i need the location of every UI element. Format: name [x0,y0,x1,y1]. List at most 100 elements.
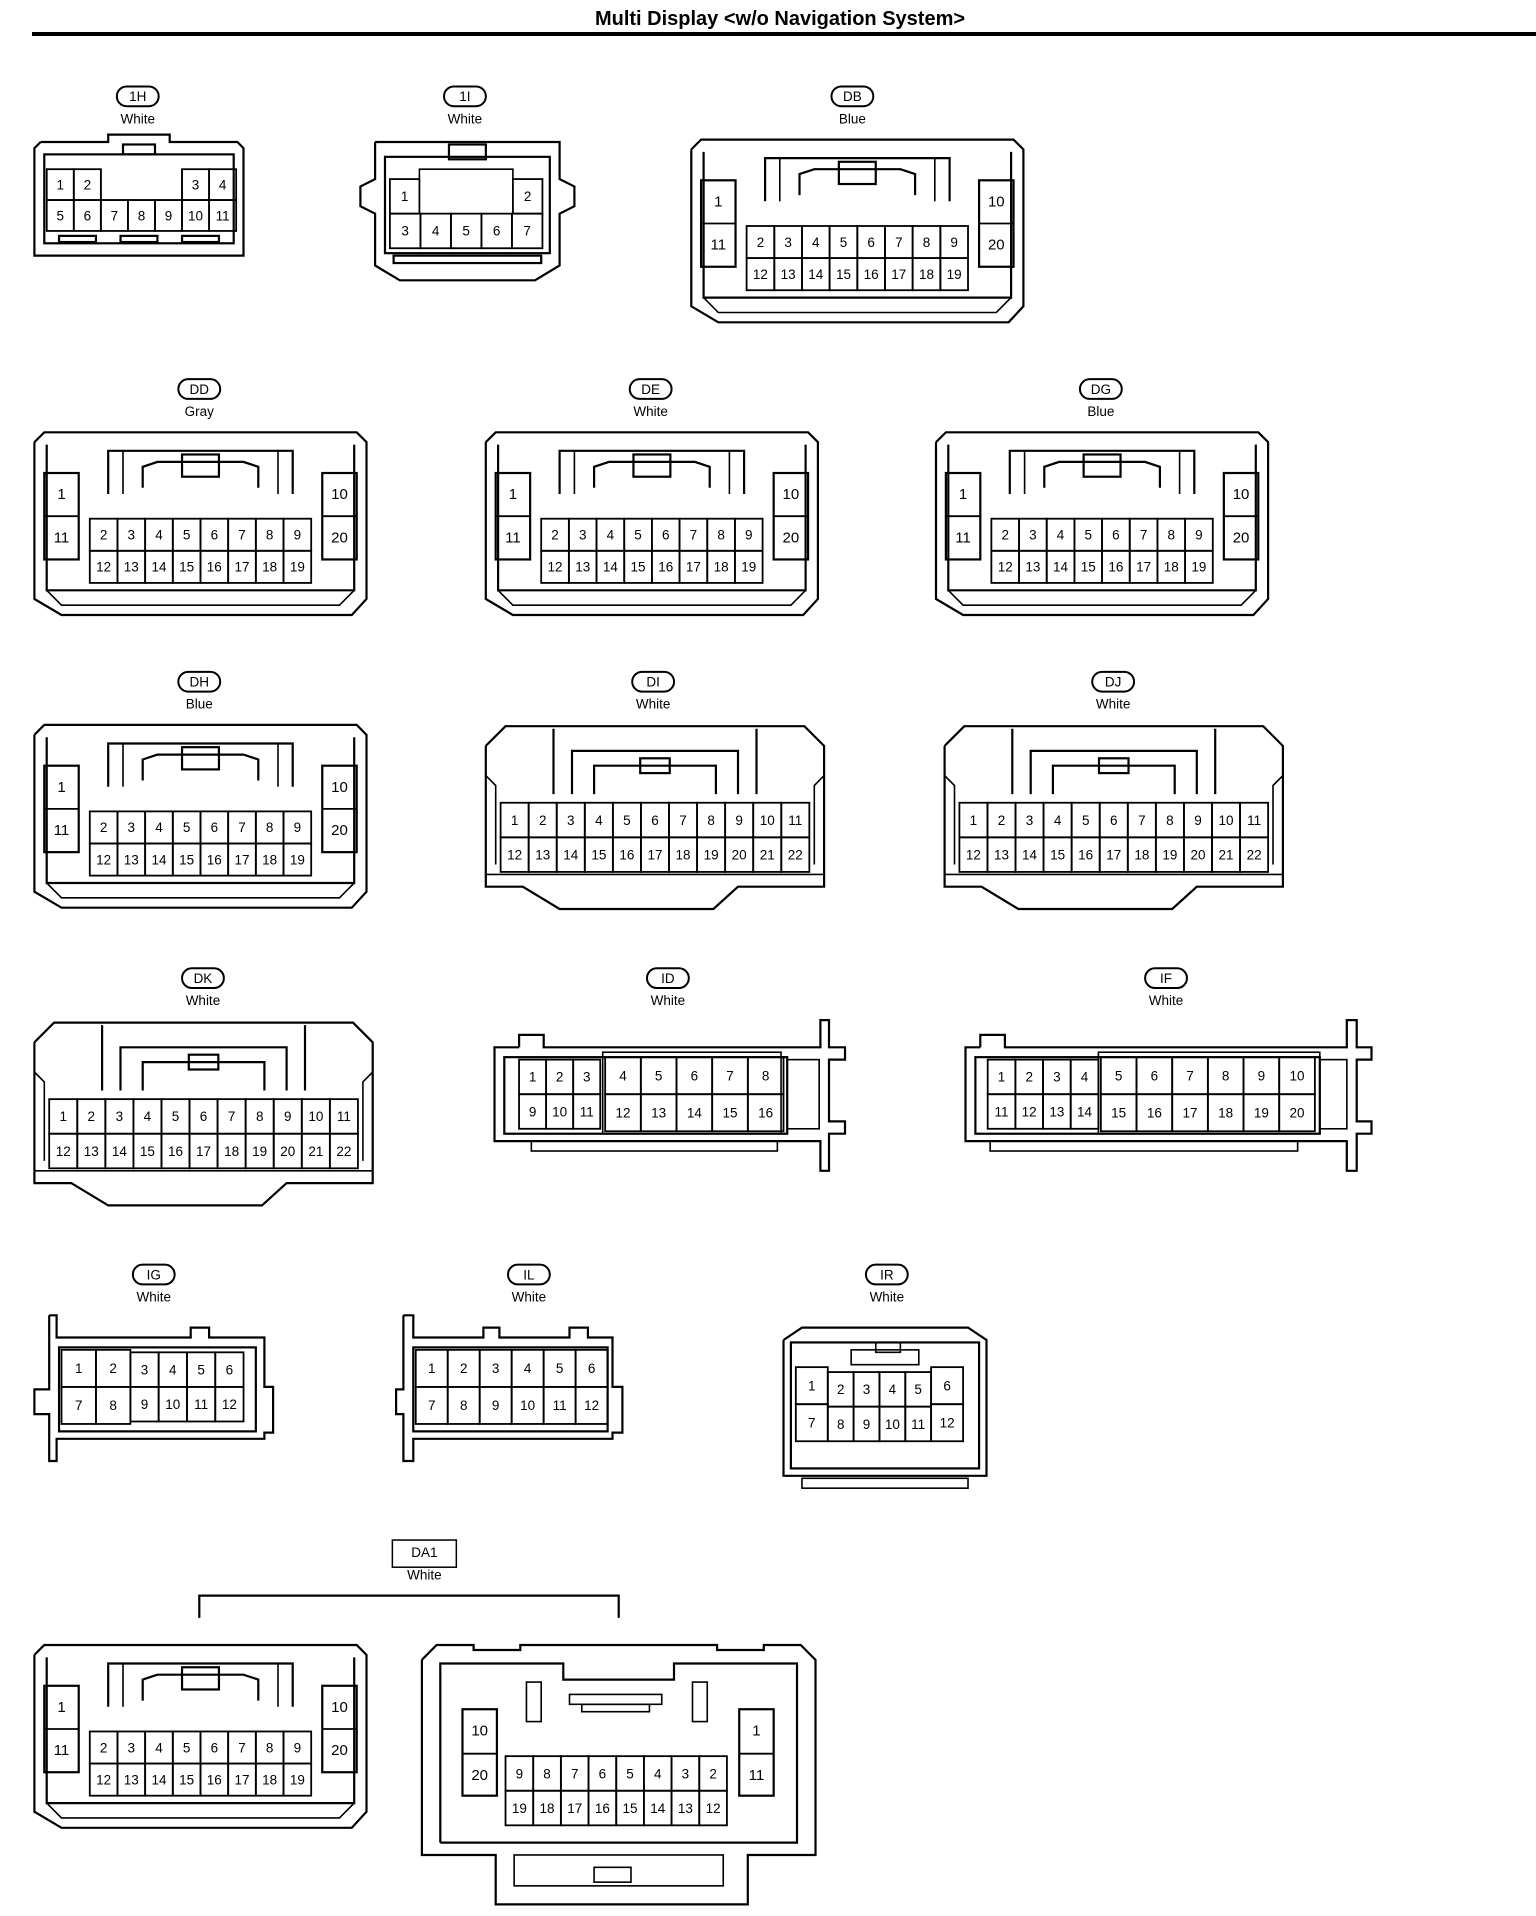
pin-number: 14 [650,1801,666,1816]
pin-number: 5 [197,1362,205,1377]
connector-color: White [186,993,221,1008]
pin-number: 15 [623,1801,638,1816]
pin-number: 20 [1290,1106,1305,1121]
pin-number: 13 [781,267,796,282]
pin-number: 11 [194,1397,208,1412]
connector-code: DJ [1105,675,1122,690]
connector-code-badge [131,1263,176,1286]
pin-number: 7 [571,1766,579,1781]
pin-number: 2 [460,1361,468,1376]
pin-number: 2 [837,1382,845,1397]
pin-number: 10 [188,208,203,223]
pin-number: 8 [109,1398,117,1413]
pin-number: 3 [583,1070,591,1085]
pin-number: 4 [595,813,603,828]
pin-number: 1 [57,486,65,503]
pin-number: 12 [96,852,111,867]
pin-number: 4 [1057,528,1065,543]
pin-number: 12 [753,267,768,282]
pin-number: 20 [331,822,348,839]
pin-number: 19 [512,1801,527,1816]
pin-number: 4 [654,1766,662,1781]
pin-number: 16 [1147,1106,1162,1121]
pin-number: 10 [552,1104,567,1119]
pin-number: 11 [337,1109,351,1124]
pin-number: 15 [722,1106,737,1121]
pin-number: 7 [690,528,698,543]
connector-color: White [1096,697,1131,712]
pin-number: 12 [56,1144,71,1159]
pin-number: 5 [183,528,191,543]
pin-number: 10 [331,1699,348,1716]
pin-number: 10 [1290,1068,1305,1083]
pin-number: 15 [631,560,646,575]
pin-number: 3 [128,528,136,543]
pin-number: 3 [682,1766,690,1781]
pin-number: 2 [100,820,108,835]
pin-number: 3 [141,1362,149,1377]
pin-number: 18 [224,1144,239,1159]
pin-number: 4 [155,820,163,835]
pin-number: 15 [179,560,194,575]
connector-color: Gray [185,404,215,419]
pin-number: 18 [919,267,934,282]
connector-code-badge [830,85,875,108]
pin-number: 2 [539,813,547,828]
pin-number: 1 [959,486,967,503]
pin-number: 7 [75,1398,83,1413]
pin-number: 12 [584,1398,599,1413]
pin-number: 8 [837,1417,845,1432]
connector-color: White [651,993,686,1008]
pin-number: 12 [966,847,981,862]
pin-number: 19 [1191,560,1206,575]
pin-number: 16 [758,1106,773,1121]
pin-number: 17 [234,852,249,867]
connector-code-badge [181,967,225,989]
connector-code-badge [1078,378,1123,400]
pin-number: 6 [1151,1068,1159,1083]
pin-number: 8 [923,235,931,250]
pin-number: 16 [619,847,634,862]
pin-number: 3 [567,813,575,828]
pin-number: 7 [679,813,687,828]
pin-number: 10 [165,1397,180,1412]
pin-number: 17 [686,560,701,575]
pin-number: 3 [579,528,587,543]
pin-number: 11 [1247,813,1261,828]
pin-number: 20 [280,1144,295,1159]
pin-number: 20 [1190,847,1205,862]
pin-number: 16 [168,1144,183,1159]
pin-number: 12 [96,560,111,575]
pin-number: 14 [563,847,579,862]
connector-color: White [512,1290,547,1305]
pin-number: 6 [1110,813,1118,828]
pin-number: 6 [943,1378,951,1393]
pin-number: 7 [428,1398,436,1413]
pin-number: 11 [995,1104,1009,1119]
pin-number: 16 [207,560,222,575]
pin-number: 15 [591,847,606,862]
pin-number: 3 [1026,813,1034,828]
pin-number: 14 [151,1772,167,1787]
pin-number: 13 [124,1772,139,1787]
pin-number: 1 [752,1722,760,1739]
connector-code: DD [190,382,210,397]
pin-number: 4 [1054,813,1062,828]
pin-number: 5 [1084,528,1092,543]
pin-number: 16 [207,852,222,867]
pin-number: 13 [575,560,590,575]
pin-number: 8 [1166,813,1174,828]
pin-number: 19 [290,852,305,867]
pin-number: 5 [623,813,631,828]
connector-code: 1I [459,89,470,104]
pin-number: 8 [717,528,725,543]
pin-number: 22 [336,1144,351,1159]
pin-number: 20 [732,847,747,862]
